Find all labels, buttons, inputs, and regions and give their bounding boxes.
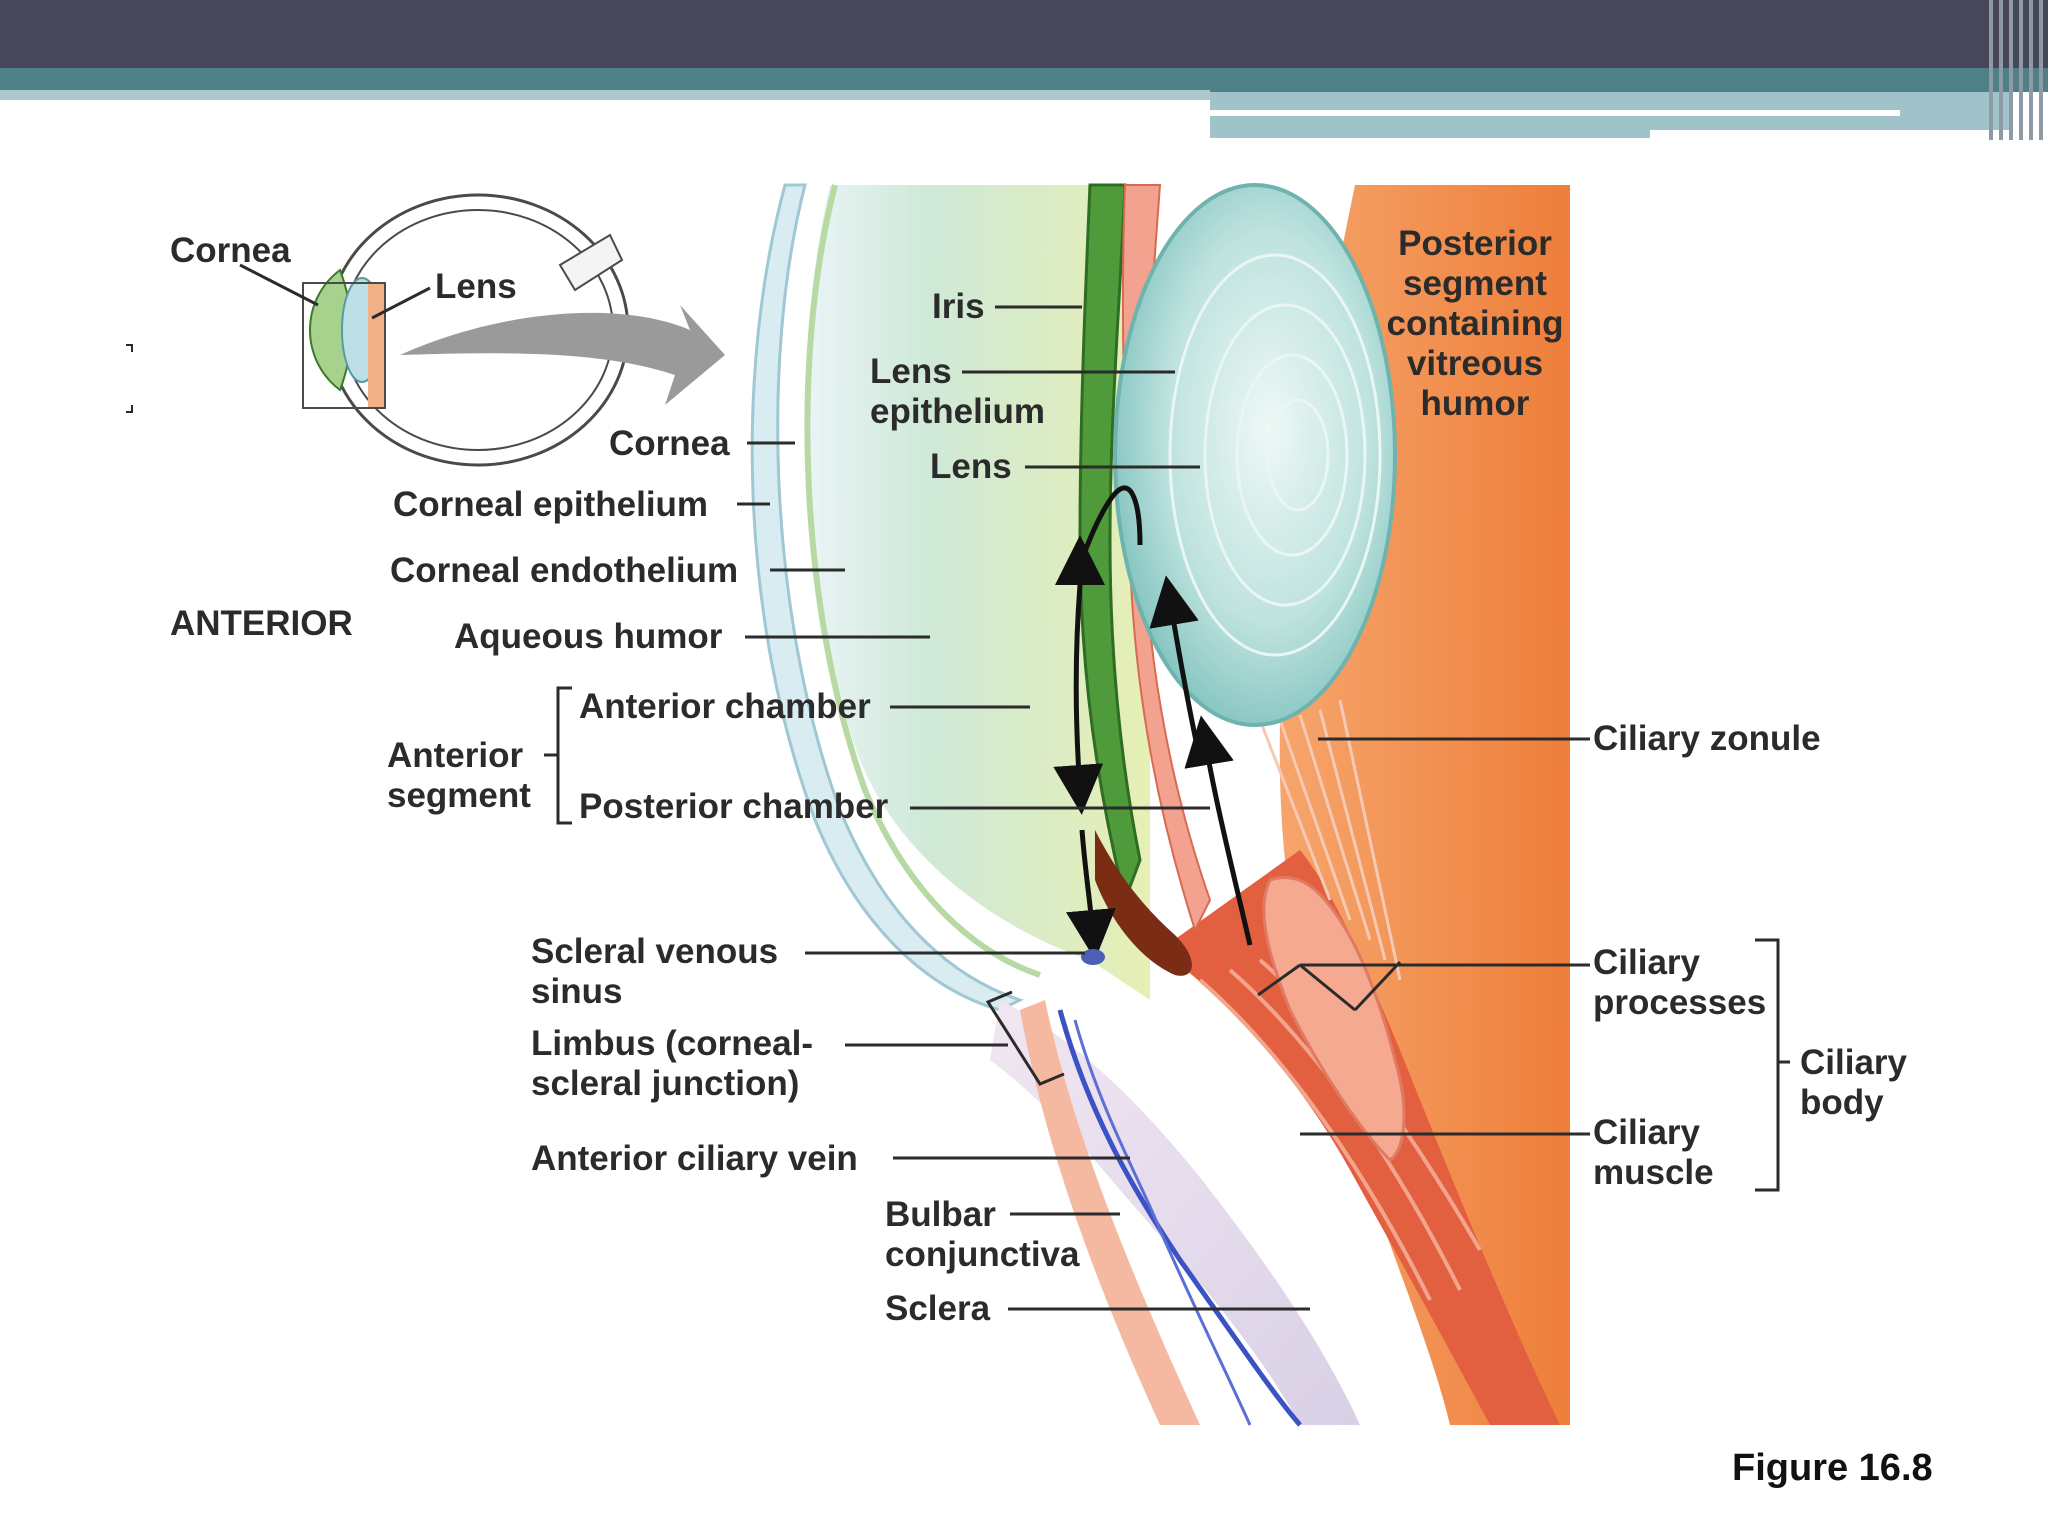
label-bulbar-conjunctiva-line2: conjunctiva	[885, 1235, 1080, 1274]
label-scleral-venous-sinus-line2: sinus	[531, 972, 622, 1011]
label-bulbar-conjunctiva-line1: Bulbar	[885, 1195, 996, 1234]
label-ciliary-body-line2: body	[1800, 1083, 1884, 1122]
label-lens: Lens	[930, 447, 1012, 486]
lens-rings	[1168, 253, 1382, 657]
inset-highlight-region	[368, 283, 385, 408]
anterior-ciliary-vein-vessel	[1057, 1009, 1302, 1427]
label-posterior-segment-line2: segment	[1403, 264, 1547, 303]
label-ciliary-muscle-line2: muscle	[1593, 1153, 1714, 1192]
ciliary-zonule-fibers	[1258, 699, 1402, 981]
slide-header-bar	[0, 0, 2048, 68]
label-sclera: Sclera	[885, 1289, 991, 1328]
slide-header-stripe-gap	[1650, 130, 2010, 138]
label-corneal-epithelium: Corneal epithelium	[393, 485, 708, 524]
label-posterior-chamber: Posterior chamber	[579, 787, 889, 826]
left-edge-marks	[126, 344, 133, 413]
label-iris: Iris	[932, 287, 985, 326]
inset-label-lens: Lens	[435, 267, 517, 306]
label-anterior-chamber: Anterior chamber	[579, 687, 871, 726]
label-aqueous-humor: Aqueous humor	[454, 617, 723, 656]
label-lens-epithelium-line1: Lens	[870, 352, 952, 391]
label-corneal-endothelium: Corneal endothelium	[390, 551, 738, 590]
label-limbus-line1: Limbus (corneal-	[531, 1024, 813, 1063]
scleral-venous-sinus	[1081, 949, 1105, 965]
label-posterior-segment-line4: vitreous	[1407, 344, 1543, 383]
lens-shape	[1113, 183, 1397, 727]
slide-header-stripe	[0, 68, 2048, 92]
label-ciliary-processes-line1: Ciliary	[1593, 943, 1701, 982]
cornea-inner-line	[804, 184, 1041, 978]
leader-lines	[544, 305, 1790, 1311]
limbus-bracket	[985, 990, 1065, 1086]
label-ciliary-processes-line2: processes	[1593, 983, 1766, 1022]
label-posterior-segment-line5: humor	[1421, 384, 1530, 423]
label-ciliary-zonule: Ciliary zonule	[1593, 719, 1821, 758]
label-lens-epithelium-line2: epithelium	[870, 392, 1045, 431]
diagram-labels: Iris Lens epithelium Lens Cornea Corneal…	[170, 224, 1908, 1328]
slide-corner-decoration	[1985, 0, 2048, 140]
sclera-band	[990, 1000, 1360, 1425]
label-cornea: Cornea	[609, 424, 730, 463]
label-ciliary-body-line1: Ciliary	[1800, 1043, 1908, 1082]
slide-header-stripe-line	[1210, 110, 1900, 116]
figure-caption: Figure 16.8	[1732, 1447, 1933, 1489]
iris-pigment	[1095, 830, 1192, 976]
label-scleral-venous-sinus-line1: Scleral venous	[531, 932, 778, 971]
slide-header-stripe-light	[0, 90, 1210, 100]
label-anterior: ANTERIOR	[170, 604, 353, 643]
zoom-arrow	[400, 305, 725, 405]
label-anterior-segment-line2: segment	[387, 776, 531, 815]
conjunctiva-stripe	[1020, 1000, 1200, 1425]
ciliary-processes-region	[1262, 875, 1406, 1162]
label-anterior-segment-line1: Anterior	[387, 736, 524, 775]
label-posterior-segment-line3: containing	[1387, 304, 1564, 343]
inset-label-cornea: Cornea	[170, 231, 291, 270]
aqueous-flow-arrows	[1053, 485, 1253, 960]
label-limbus-line2: scleral junction)	[531, 1064, 799, 1103]
label-posterior-segment-line1: Posterior	[1398, 224, 1552, 263]
inset-eye: Cornea Lens	[170, 193, 725, 467]
label-ciliary-muscle-line1: Ciliary	[1593, 1113, 1701, 1152]
inset-selection-box	[302, 282, 386, 409]
conjunctival-vessel	[1073, 1019, 1252, 1426]
inset-optic-nerve	[558, 233, 624, 292]
label-anterior-ciliary-vein: Anterior ciliary vein	[531, 1139, 858, 1178]
